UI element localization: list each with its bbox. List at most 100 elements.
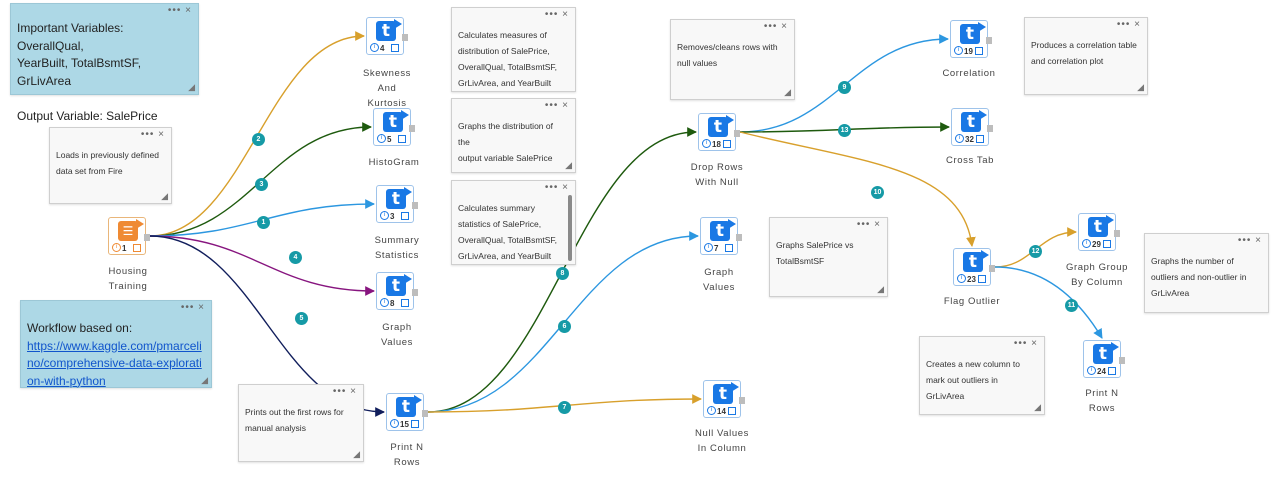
output-port[interactable] [987,125,993,132]
note-menu-close-icon[interactable]: ••• × [544,182,569,193]
resize-grip-icon[interactable]: ◢ [161,191,168,201]
info-icon[interactable]: i [702,139,711,148]
edge-badge-8[interactable]: 8 [556,267,569,280]
run-icon[interactable] [1106,215,1114,225]
note-removes-cleans[interactable]: ••• × Removes/cleans rows with null valu… [670,19,795,100]
tool-cross-tab[interactable]: t i 32 [951,108,993,146]
output-port[interactable] [1114,230,1120,237]
tool-print-n-rows[interactable]: t i 15 [386,393,428,431]
info-icon[interactable]: i [380,298,389,307]
run-icon[interactable] [394,19,402,29]
run-icon[interactable] [401,110,409,120]
output-port[interactable] [1119,357,1125,364]
tool-correlation[interactable]: t i 19 [950,20,992,58]
info-icon[interactable]: i [704,243,713,252]
info-icon[interactable]: i [370,43,379,52]
resize-grip-icon[interactable]: ◢ [877,284,884,294]
info-icon[interactable]: i [377,134,386,143]
info-icon[interactable]: i [112,243,121,252]
copy-icon[interactable] [728,407,736,415]
run-icon[interactable] [414,395,422,405]
note-graphs-saleprice[interactable]: ••• × Graphs SalePrice vs TotalBsmtSF ◢ [769,217,888,297]
run-icon[interactable] [404,274,412,284]
output-port[interactable] [734,130,740,137]
output-port[interactable] [409,125,415,132]
edge-badge-11[interactable]: 11 [1065,299,1078,312]
note-menu-close-icon[interactable]: ••• × [1013,338,1038,349]
note-graphs-outliers[interactable]: ••• × Graphs the number of outliers and … [1144,233,1269,313]
note-calc-summary[interactable]: ••• × Calculates summary statistics of S… [451,180,576,265]
resize-grip-icon[interactable]: ◢ [565,160,572,170]
copy-icon[interactable] [976,135,984,143]
info-icon[interactable]: i [1082,239,1091,248]
copy-icon[interactable] [725,244,733,252]
tool-graph-group-by-column[interactable]: t i 29 [1078,213,1120,251]
output-port[interactable] [412,289,418,296]
edge-badge-4[interactable]: 4 [289,251,302,264]
output-port[interactable] [986,37,992,44]
tool-print-n-rows-2[interactable]: t i 24 [1083,340,1125,378]
edge-badge-9[interactable]: 9 [838,81,851,94]
edge-badge-7[interactable]: 7 [558,401,571,414]
run-icon[interactable] [979,110,987,120]
note-menu-close-icon[interactable]: ••• × [332,386,357,397]
edge-badge-1[interactable]: 1 [257,216,270,229]
copy-icon[interactable] [401,212,409,220]
copy-icon[interactable] [723,140,731,148]
edge-badge-13[interactable]: 13 [838,124,851,137]
info-icon[interactable]: i [1087,366,1096,375]
resize-grip-icon[interactable]: ◢ [188,82,195,92]
output-port[interactable] [412,202,418,209]
copy-icon[interactable] [1108,367,1116,375]
note-workflow-based[interactable]: ••• × Workflow based on:https://www.kagg… [20,300,212,388]
note-scrollbar[interactable]: ▏ [568,195,572,261]
resize-grip-icon[interactable]: ◢ [1137,82,1144,92]
copy-icon[interactable] [975,47,983,55]
output-port[interactable] [144,234,150,241]
run-icon[interactable] [728,219,736,229]
edge-badge-10[interactable]: 10 [871,186,884,199]
info-icon[interactable]: i [955,134,964,143]
note-menu-close-icon[interactable]: ••• × [763,21,788,32]
tool-summary-statistics[interactable]: t i 3 [376,185,418,223]
edge-badge-5[interactable]: 5 [295,312,308,325]
resize-grip-icon[interactable]: ◢ [353,449,360,459]
copy-icon[interactable] [398,135,406,143]
note-important-variables[interactable]: ••• × Important Variables: OverallQual, … [10,3,199,123]
edge-badge-3[interactable]: 3 [255,178,268,191]
edge-badge-12[interactable]: 12 [1029,245,1042,258]
copy-icon[interactable] [133,244,141,252]
copy-icon[interactable] [411,420,419,428]
note-menu-close-icon[interactable]: ••• × [544,100,569,111]
note-loads-data[interactable]: ••• × Loads in previously defined data s… [49,127,172,204]
output-port[interactable] [402,34,408,41]
copy-icon[interactable] [1103,240,1111,248]
tool-graph-values[interactable]: t i 8 [376,272,418,310]
note-menu-close-icon[interactable]: ••• × [544,9,569,20]
run-icon[interactable] [981,250,989,260]
note-graph-distribution[interactable]: ••• × Graphs the distribution of the out… [451,98,576,173]
note-calc-distribution[interactable]: ••• × Calculates measures of distributio… [451,7,576,92]
run-icon[interactable] [136,219,144,229]
run-icon[interactable] [726,115,734,125]
copy-icon[interactable] [978,275,986,283]
note-correlation[interactable]: ••• × Produces a correlation table and c… [1024,17,1148,95]
tool-skewness-kurtosis[interactable]: t i 4 [366,17,408,55]
note-menu-close-icon[interactable]: ••• × [180,302,205,313]
edge-badge-2[interactable]: 2 [252,133,265,146]
info-icon[interactable]: i [954,46,963,55]
edge-badge-6[interactable]: 6 [558,320,571,333]
connection-4[interactable] [149,235,375,296]
connection-11[interactable] [994,266,1103,339]
info-icon[interactable]: i [380,211,389,220]
tool-histogram[interactable]: t i 5 [373,108,415,146]
tool-null-values-in-column[interactable]: t i 14 [703,380,745,418]
note-menu-close-icon[interactable]: ••• × [856,219,881,230]
copy-icon[interactable] [391,44,399,52]
kaggle-link[interactable]: https://www.kaggle.com/pmarcelino/compre… [27,338,202,388]
run-icon[interactable] [731,382,739,392]
run-icon[interactable] [978,22,986,32]
output-port[interactable] [739,397,745,404]
note-prints-first-rows[interactable]: ••• × Prints out the first rows for manu… [238,384,364,462]
tool-graph-values-2[interactable]: t i 7 [700,217,742,255]
